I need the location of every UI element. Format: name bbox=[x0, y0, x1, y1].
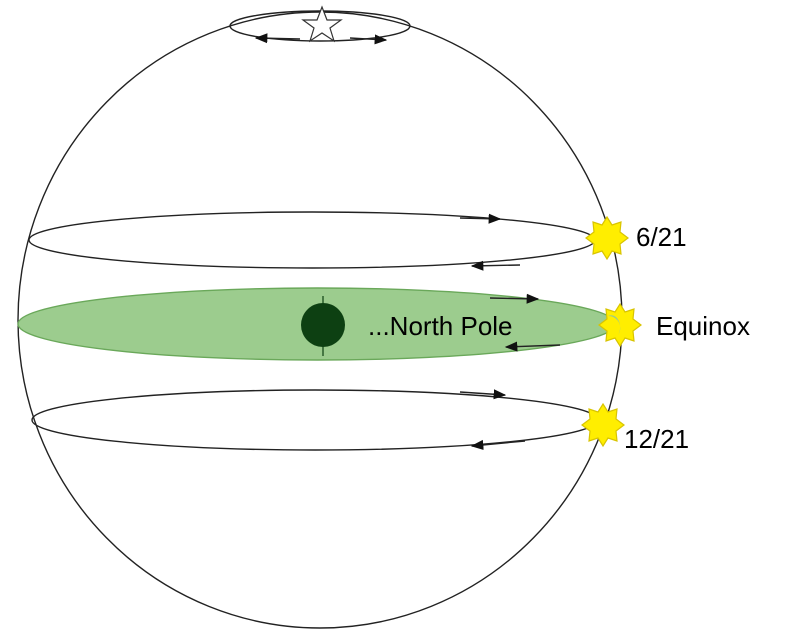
sun-icon bbox=[581, 402, 625, 448]
arrow-june-front bbox=[459, 213, 502, 224]
label-north-pole: ...North Pole bbox=[368, 311, 513, 341]
observer-icon bbox=[301, 303, 345, 347]
arrow-december-back bbox=[470, 439, 526, 450]
label-december: 12/21 bbox=[624, 424, 689, 454]
sun-icon bbox=[585, 215, 629, 261]
sun-icon bbox=[598, 302, 642, 348]
arrow-equinox-back bbox=[504, 341, 561, 352]
label-equinox: Equinox bbox=[656, 311, 750, 341]
sun-path-december bbox=[31, 389, 599, 451]
label-june: 6/21 bbox=[636, 222, 687, 252]
arrow-june-back bbox=[470, 260, 521, 271]
sun-path-june bbox=[28, 211, 596, 269]
polaris-arrow-right bbox=[349, 34, 388, 45]
arrow-equinox-front bbox=[489, 293, 540, 304]
arrow-december-front bbox=[459, 389, 507, 400]
polaris-arrow-left bbox=[254, 33, 301, 44]
star-icon bbox=[301, 5, 343, 43]
